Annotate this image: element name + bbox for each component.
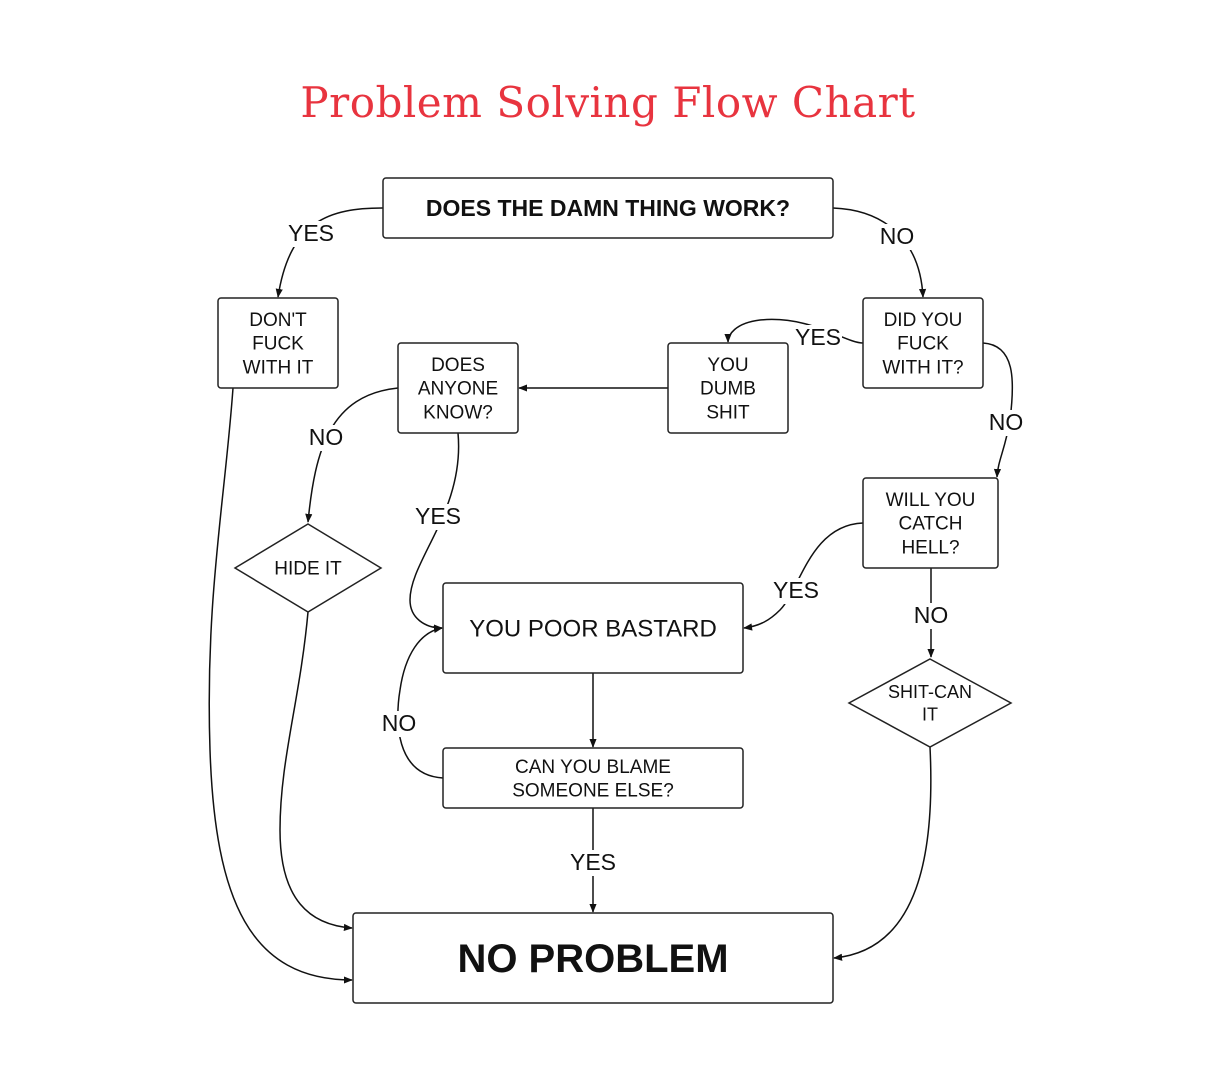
node-text: DID YOU xyxy=(884,310,963,331)
edge-works-to-didyou xyxy=(832,207,927,298)
node-shitcan: SHIT-CAN IT xyxy=(847,658,1013,748)
node-text: YOU xyxy=(707,355,748,376)
edge-dontfuck-to-noprob xyxy=(208,387,353,984)
edge-label-bg xyxy=(873,224,921,250)
node-shape xyxy=(862,297,984,389)
edge-label-blame-to-noprob: YES xyxy=(570,849,616,875)
node-text: WITH IT xyxy=(243,357,314,378)
edge-label-bg xyxy=(794,325,842,351)
node-poor: YOU POOR BASTARD xyxy=(442,582,744,674)
edge-label-blame-to-poor: NO xyxy=(382,710,417,736)
edge-label-bg xyxy=(302,425,350,451)
node-text: SHIT-CAN xyxy=(888,682,972,702)
node-text: SHIT xyxy=(706,402,750,423)
edge-label-works-to-didyou: NO xyxy=(880,223,915,249)
node-works: DOES THE DAMN THING WORK? xyxy=(382,177,834,239)
node-shape xyxy=(442,582,744,674)
node-shape xyxy=(442,747,744,809)
node-text: CAN YOU BLAME xyxy=(515,757,671,778)
edge-label-catch-to-poor: YES xyxy=(773,577,819,603)
edge-label-bg xyxy=(414,504,462,530)
edge-blame-to-poor xyxy=(397,625,444,779)
node-text: KNOW? xyxy=(423,402,493,423)
node-noprob: NO PROBLEM xyxy=(352,912,834,1004)
node-hide: HIDE IT xyxy=(233,523,383,613)
node-blame: CAN YOU BLAME SOMEONE ELSE? xyxy=(442,747,744,809)
edge-catch-to-poor xyxy=(743,522,864,631)
edge-label-bg xyxy=(287,221,335,247)
node-text: DOES THE DAMN THING WORK? xyxy=(426,195,790,221)
node-shape xyxy=(352,912,834,1004)
edge-label-bg xyxy=(772,578,820,604)
page-title: Problem Solving Flow Chart xyxy=(300,78,916,127)
edge-label-didyou-to-catch: NO xyxy=(989,409,1024,435)
node-text: FUCK xyxy=(897,334,949,355)
node-text: YOU POOR BASTARD xyxy=(469,615,717,642)
node-text: CATCH xyxy=(898,514,962,535)
edge-label-bg xyxy=(907,603,955,629)
node-shape xyxy=(397,342,519,434)
node-text: DUMB xyxy=(700,379,756,400)
node-shape xyxy=(862,477,999,569)
edge-label-bg xyxy=(569,850,617,876)
node-shape xyxy=(233,523,383,613)
node-shape xyxy=(382,177,834,239)
edge-hide-to-noprob xyxy=(279,611,353,932)
edge-label-anyone-to-hide: NO xyxy=(309,424,344,450)
edge-anyone-to-hide xyxy=(305,387,399,523)
node-text: WILL YOU xyxy=(886,490,976,511)
node-text: NO PROBLEM xyxy=(457,937,728,981)
edge-label-anyone-to-poor: YES xyxy=(415,503,461,529)
node-text: HELL? xyxy=(901,537,959,558)
node-shape xyxy=(217,297,339,389)
edge-didyou-to-dumb xyxy=(724,318,864,344)
edge-label-catch-to-shitcan: NO xyxy=(914,602,949,628)
node-text: DOES xyxy=(431,355,485,376)
edge-label-bg xyxy=(375,711,423,737)
edge-shitcan-to-noprob xyxy=(833,746,932,961)
edge-anyone-to-poor xyxy=(409,432,460,632)
node-shape xyxy=(667,342,789,434)
node-shape xyxy=(847,658,1013,748)
node-text: WITH IT? xyxy=(882,357,963,378)
node-text: DON'T xyxy=(249,310,307,331)
edge-label-didyou-to-dumb: YES xyxy=(795,324,841,350)
edges xyxy=(208,207,1014,984)
edge-label-bg xyxy=(982,410,1030,436)
node-text: SOMEONE ELSE? xyxy=(512,781,674,802)
node-text: IT xyxy=(922,705,938,725)
node-text: HIDE IT xyxy=(274,559,342,580)
node-text: FUCK xyxy=(252,334,304,355)
edge-labels: YES NO YES NO NO YES YES NO NO YES xyxy=(287,220,1030,876)
edge-label-works-to-dontfuck: YES xyxy=(288,220,334,246)
node-text: ANYONE xyxy=(418,379,498,400)
